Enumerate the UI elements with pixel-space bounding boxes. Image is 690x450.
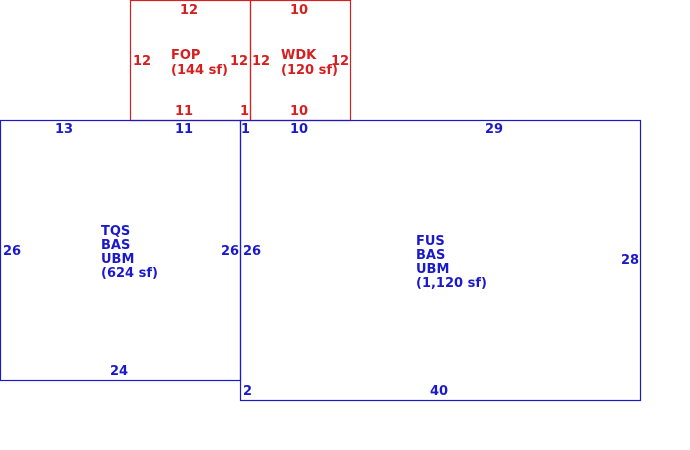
dim-fus-left: 26: [243, 244, 261, 259]
dim-tqs-top-left: 13: [55, 122, 73, 137]
dim-fus-top-small: 1: [241, 122, 250, 137]
dim-wdk-right: 12: [331, 54, 349, 69]
dim-fop-left: 12: [133, 54, 151, 69]
dim-fop-bottom-small: 1: [240, 104, 249, 119]
wdk-area-label: (120 sf): [281, 63, 338, 78]
dim-fus-bottom-small: 2: [243, 384, 252, 399]
wdk-name-label: WDK: [281, 48, 317, 63]
fus-area-outline: [239, 119, 642, 402]
fus-area-label: (1,120 sf): [416, 276, 487, 291]
dim-tqs-right: 26: [221, 244, 239, 259]
tqs-ubm-label: UBM: [101, 252, 134, 267]
fop-name-label: FOP: [171, 48, 200, 63]
dim-tqs-bottom: 24: [110, 364, 128, 379]
fus-ubm-label: UBM: [416, 262, 449, 277]
dim-fus-bottom: 40: [430, 384, 448, 399]
tqs-name-label: TQS: [101, 224, 130, 239]
dim-wdk-bottom: 10: [290, 104, 308, 119]
tqs-area-label: (624 sf): [101, 266, 158, 281]
dim-wdk-left: 12: [252, 54, 270, 69]
dim-fus-top-left: 10: [290, 122, 308, 137]
dim-fop-bottom: 11: [175, 104, 193, 119]
dim-tqs-top-right: 11: [175, 122, 193, 137]
fus-name-label: FUS: [416, 234, 445, 249]
dim-fop-right: 12: [230, 54, 248, 69]
dim-fop-top: 12: [180, 3, 198, 18]
fus-bas-label: BAS: [416, 248, 445, 263]
fop-area-label: (144 sf): [171, 63, 228, 78]
dim-fus-right: 28: [621, 253, 639, 268]
dim-tqs-left: 26: [3, 244, 21, 259]
tqs-bas-label: BAS: [101, 238, 130, 253]
dim-wdk-top: 10: [290, 3, 308, 18]
dim-fus-top-right: 29: [485, 122, 503, 137]
